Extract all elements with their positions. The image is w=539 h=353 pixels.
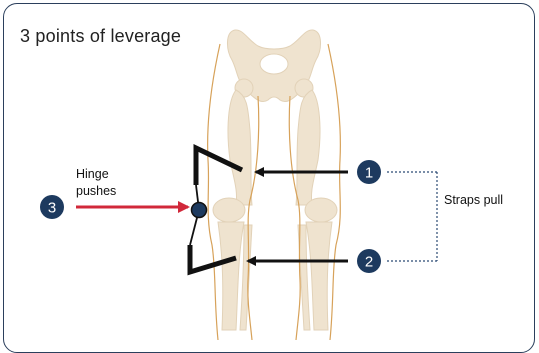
- svg-text:3: 3: [48, 200, 56, 217]
- femurs: [212, 89, 338, 223]
- straps-bracket: [387, 171, 438, 262]
- point-badge-3: 3: [40, 195, 64, 219]
- pelvis: [227, 29, 321, 103]
- hinge-label-line2: pushes: [76, 184, 117, 198]
- point-badge-2: 2: [357, 249, 381, 273]
- svg-text:2: 2: [365, 254, 373, 271]
- diagram-title: 3 points of leverage: [20, 26, 182, 46]
- svg-text:1: 1: [365, 165, 373, 182]
- hinge-label-line1: Hinge: [76, 167, 109, 181]
- point-badge-1: 1: [357, 160, 381, 184]
- hinge-joint: [190, 201, 208, 219]
- straps-label: Straps pull: [444, 193, 504, 207]
- leg-outlines: [207, 43, 341, 341]
- tibias: [217, 221, 333, 331]
